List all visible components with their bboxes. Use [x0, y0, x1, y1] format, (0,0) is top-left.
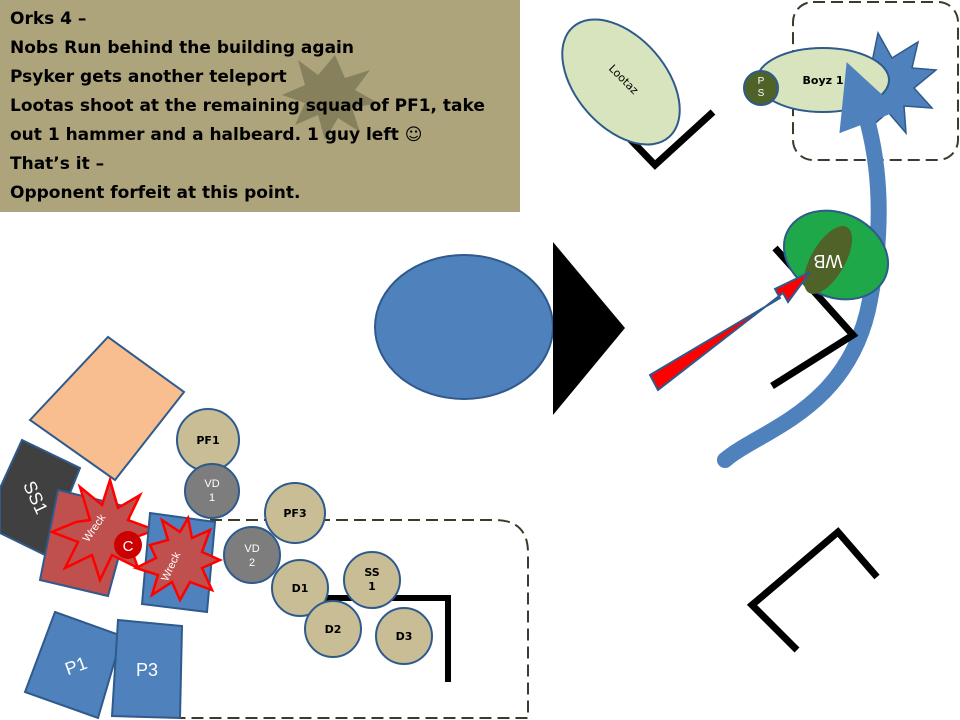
- orange-building: [28, 335, 186, 482]
- c-marker: C: [114, 531, 142, 559]
- notes-text: Orks 4 – Nobs Run behind the building ag…: [10, 9, 485, 203]
- black-triangle-terrain: [553, 242, 625, 415]
- deployment-zone-bottom: [180, 519, 529, 719]
- note-line-4: Lootas shoot at the remaining squad of P…: [10, 96, 485, 116]
- ss1-vehicle: SS1: [0, 438, 82, 557]
- pf1-label: PF1: [196, 434, 219, 447]
- faded-blast-marker: [282, 55, 378, 140]
- note-line-6: That’s it –: [10, 154, 104, 174]
- note-line-2: Nobs Run behind the building again: [10, 38, 354, 58]
- wb-label: WB: [814, 251, 843, 271]
- teleport-arrow: [717, 62, 900, 468]
- unit-d1: D1: [271, 559, 329, 617]
- p1-vehicle: P1: [23, 610, 124, 720]
- note-line-3: Psyker gets another teleport: [10, 67, 287, 87]
- pf3-label: PF3: [283, 507, 306, 520]
- unit-pf3: PF3: [264, 482, 326, 544]
- ruin-wall-bottomright: [746, 527, 880, 653]
- wb-unit: WB: [782, 209, 890, 301]
- unit-pf1: PF1: [176, 408, 240, 472]
- lootaz-unit: Lootaz: [561, 18, 681, 146]
- ruin-wall-bottom: [295, 595, 451, 682]
- assault-arrow: [648, 271, 811, 392]
- c-label: C: [123, 538, 134, 555]
- boyz-label: Boyz 1: [803, 74, 844, 87]
- d3-label: D3: [396, 630, 413, 643]
- unit-d3: D3: [375, 607, 433, 665]
- p3-label: P3: [136, 660, 158, 680]
- blue-terrain-ellipse: [374, 254, 554, 400]
- note-line-1: Orks 4 –: [10, 9, 86, 29]
- p3-vehicle: P3: [110, 618, 184, 720]
- note-line-7: Opponent forfeit at this point.: [10, 183, 300, 203]
- note-line-5: out 1 hammer and a halbeard. 1 guy left …: [10, 125, 423, 145]
- notes-box: [0, 0, 520, 212]
- unit-d2: D2: [304, 600, 362, 658]
- wreck-2: Wreck: [132, 511, 224, 614]
- d2-label: D2: [325, 623, 342, 636]
- d1-label: D1: [292, 582, 309, 595]
